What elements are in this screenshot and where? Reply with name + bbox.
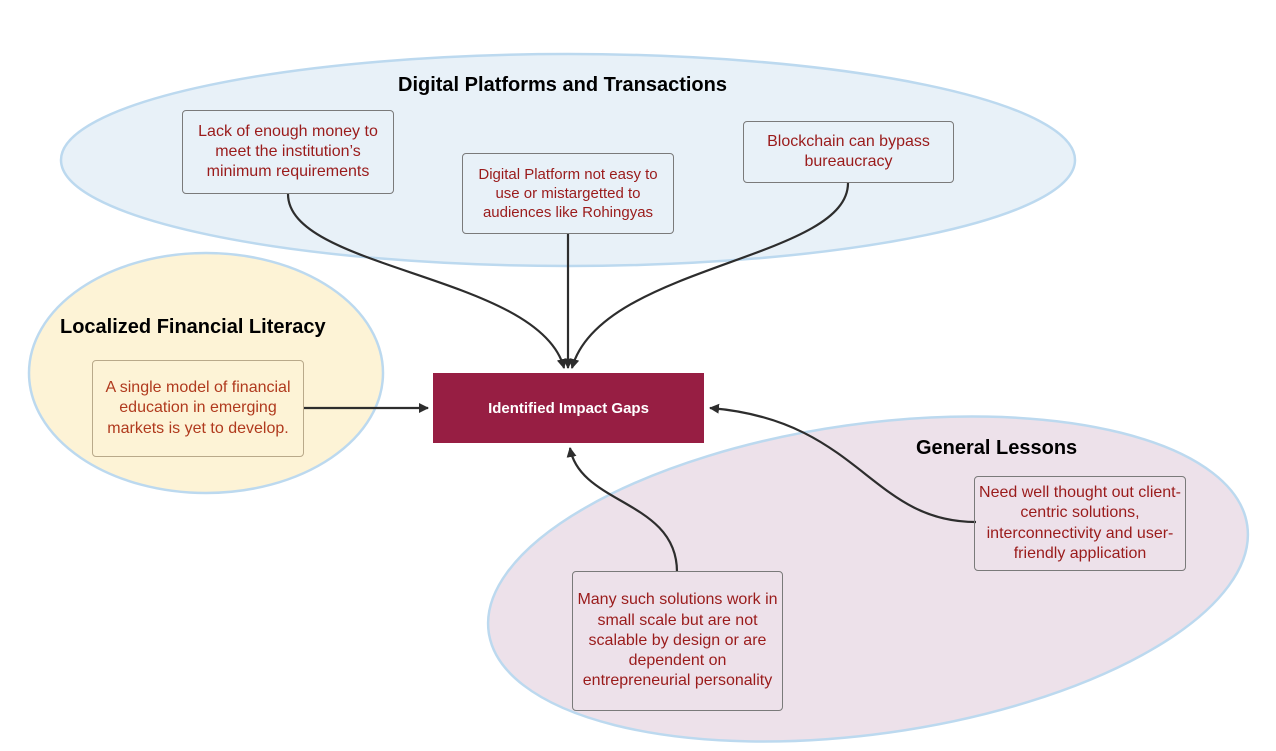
node-financial-education: A single model of financial education in… (92, 360, 304, 457)
node-money-requirements: Lack of enough money to meet the institu… (182, 110, 394, 194)
arrow-clientcentric-to-center (709, 403, 977, 524)
node-scalability: Many such solutions work in small scale … (572, 571, 783, 711)
node-blockchain: Blockchain can bypass bureaucracy (743, 121, 954, 183)
node-identified-impact-gaps: Identified Impact Gaps (433, 373, 704, 443)
arrow-scalable-to-center (566, 447, 679, 573)
cluster-digital-title: Digital Platforms and Transactions (398, 74, 727, 96)
cluster-lessons-ellipse (486, 415, 1250, 743)
arrow-blockchain-to-center (569, 182, 850, 369)
arrow-money-to-center (286, 193, 567, 369)
node-digital-platform-usability: Digital Platform not easy to use or mist… (462, 153, 674, 234)
cluster-lessons-title: General Lessons (916, 437, 1078, 459)
node-client-centric: Need well thought out client-centric sol… (974, 476, 1186, 571)
cluster-literacy-ellipse (27, 251, 385, 495)
cluster-literacy-title: Localized Financial Literacy (60, 316, 326, 338)
